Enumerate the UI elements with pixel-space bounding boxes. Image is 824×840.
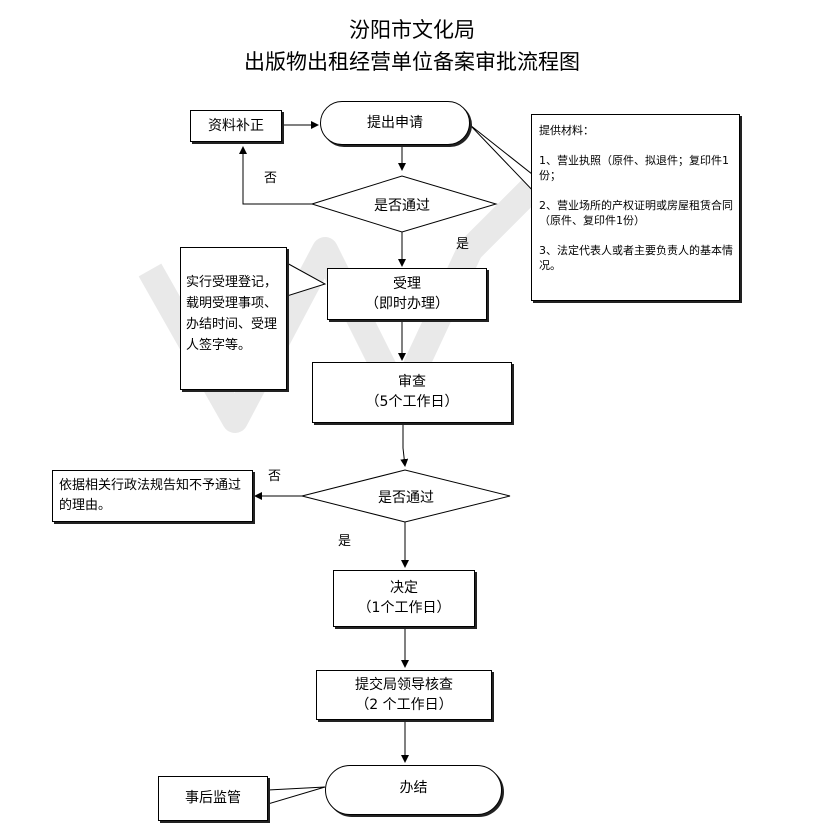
supervise-callout-tail — [267, 786, 326, 805]
materials-callout-tail — [469, 124, 538, 197]
submit-label: 提交局领导核查 — [355, 677, 453, 693]
finish-label: 办结 — [399, 780, 428, 796]
accept-box: 受理 （即时办理） — [327, 268, 487, 320]
accept-sublabel: （即时办理） — [365, 296, 449, 312]
title-line-1: 汾阳市文化局 — [349, 18, 475, 42]
reject-note: 依据相关行政法规告知不予通过的理由。 — [52, 470, 253, 522]
materials-note: 提供材料： 1、营业执照（原件、拟退件；复印件1份； 2、营业场所的产权证明或房… — [531, 114, 740, 301]
submit-sublabel: （2 个工作日） — [355, 697, 453, 713]
accept-note: 实行受理登记，载明受理事项、办结时间、受理人签字等。 — [180, 247, 287, 390]
decide-label: 决定 — [390, 580, 418, 596]
no-label-1: 否 — [264, 171, 278, 186]
supplement-label: 资料补正 — [208, 118, 264, 134]
yes-label-1: 是 — [456, 237, 470, 252]
no-label-2: 否 — [268, 469, 282, 484]
title-line-2: 出版物出租经营单位备案审批流程图 — [244, 50, 580, 74]
reject-note-text: 依据相关行政法规告知不予通过的理由。 — [59, 478, 242, 513]
check2-label: 是否通过 — [378, 490, 434, 506]
review-label: 审查 — [398, 374, 426, 390]
submit-box: 提交局领导核查 （2 个工作日） — [316, 670, 492, 720]
materials-header: 提供材料： — [539, 124, 594, 137]
materials-item-2: 2、营业场所的产权证明或房屋租赁合同（原件、复印件1份） — [539, 199, 733, 227]
yes-label-2: 是 — [338, 534, 352, 549]
accept-label: 受理 — [393, 276, 421, 292]
apply-label: 提出申请 — [367, 115, 423, 131]
accept-note-text: 实行受理登记，载明受理事项、办结时间、受理人签字等。 — [186, 275, 278, 353]
arrow-review-to-check2 — [400, 424, 409, 467]
decide-box: 决定 （1个工作日） — [333, 570, 475, 627]
review-box: 审查 （5个工作日） — [312, 362, 512, 423]
accept-note-callout-tail — [284, 261, 327, 297]
review-sublabel: （5个工作日） — [365, 394, 459, 410]
decide-sublabel: （1个工作日） — [357, 600, 451, 616]
supervise-label: 事后监管 — [185, 790, 241, 806]
materials-item-1: 1、营业执照（原件、拟退件；复印件1份； — [539, 154, 729, 182]
decision-diamond-1 — [310, 175, 498, 233]
arrow-check1-no — [239, 146, 312, 205]
supplement-box: 资料补正 — [190, 110, 282, 142]
materials-item-3: 3、法定代表人或者主要负责人的基本情况。 — [539, 244, 733, 272]
supervise-box: 事后监管 — [158, 776, 268, 821]
finish-terminal: 办结 — [325, 765, 502, 815]
check1-label: 是否通过 — [374, 198, 430, 214]
apply-terminal: 提出申请 — [320, 101, 470, 145]
decision-diamond-2 — [301, 469, 511, 523]
